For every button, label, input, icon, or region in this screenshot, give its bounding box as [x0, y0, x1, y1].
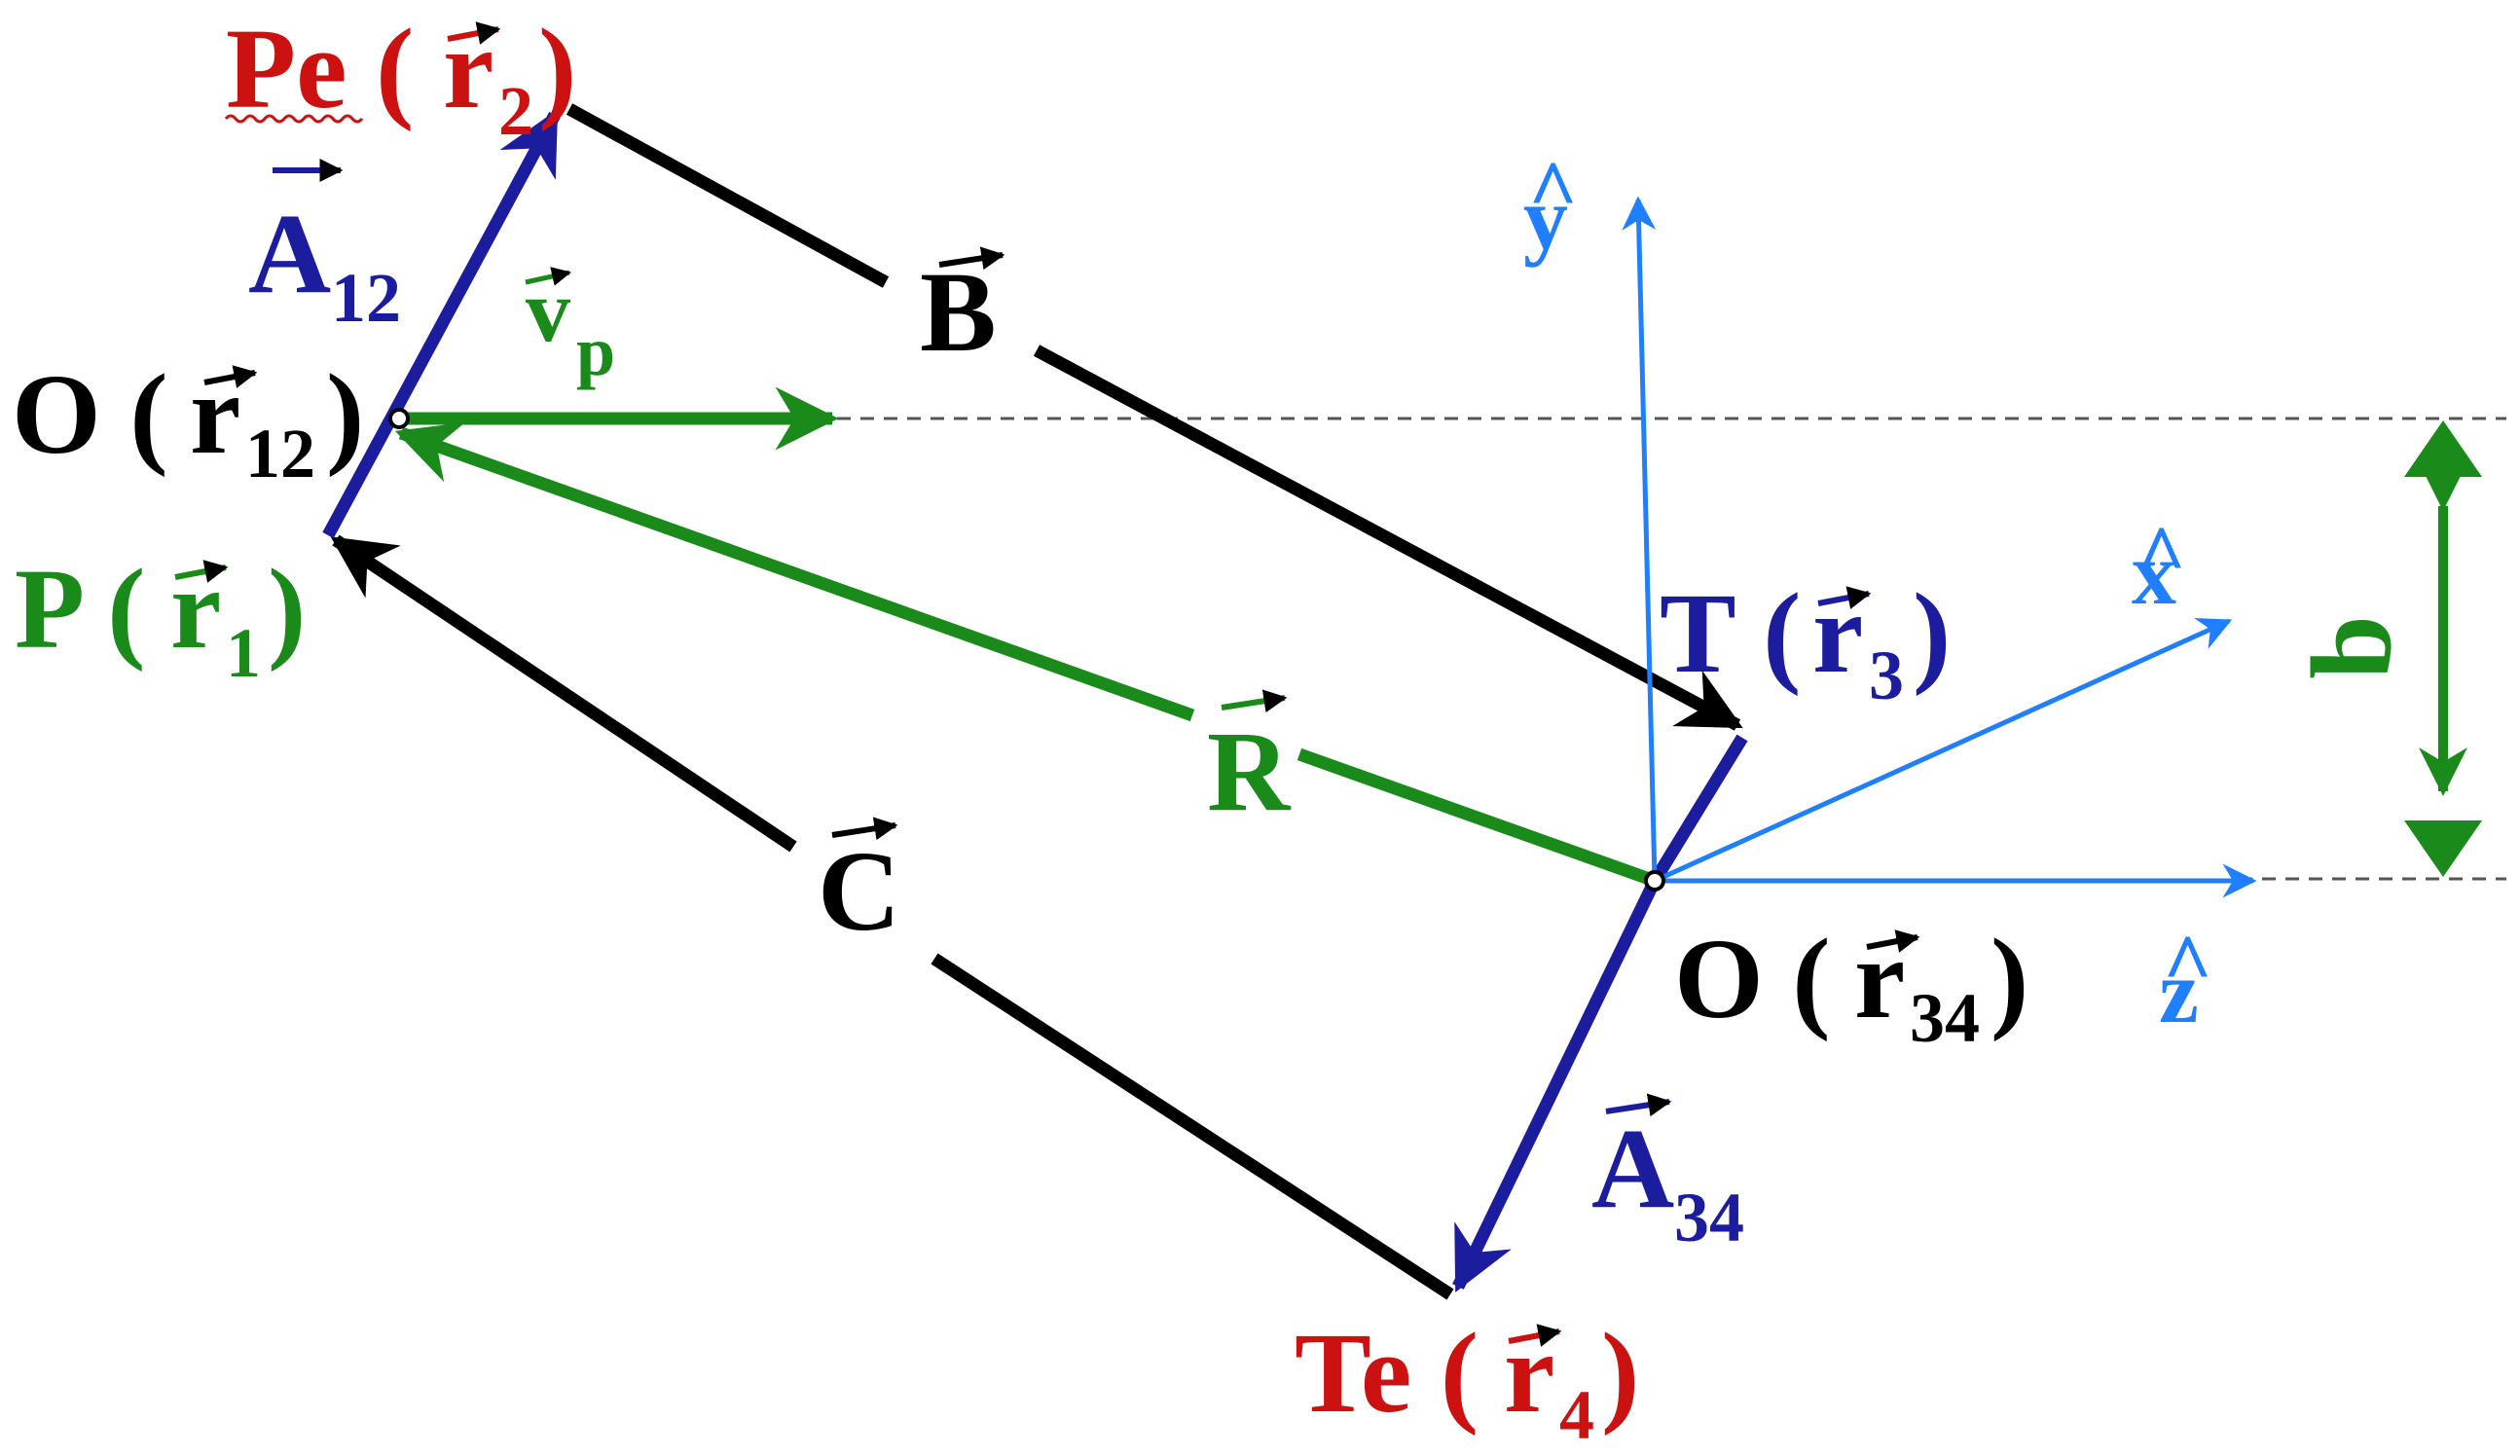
axis-y [1622, 196, 1658, 882]
label-r-vector: R [1207, 708, 1292, 835]
label-pe-text: Pe ( [226, 5, 414, 132]
label-p-r: r [170, 545, 221, 673]
label-o12-vector-arrow [203, 365, 258, 388]
label-vp-sub: p [576, 312, 615, 390]
label-axis-y-text: y [1523, 168, 1568, 268]
label-te-text: Te ( [1295, 1309, 1479, 1437]
label-t-text: T ( [1660, 569, 1801, 697]
label-axis-y: ^ y [1523, 144, 1578, 268]
vector-c-segment-2 [330, 534, 797, 853]
label-o34: O ( r 34 ) [1674, 915, 2028, 1057]
origin-o34-dot [1644, 870, 1665, 892]
label-t-r: r [1812, 569, 1863, 697]
label-a34-text: A [1591, 1105, 1674, 1232]
label-pe-r: r [443, 5, 493, 132]
label-te-close: ) [1601, 1309, 1639, 1437]
label-te: Te ( r 4 ) [1295, 1309, 1639, 1454]
label-axis-z-text: z [2159, 942, 2199, 1041]
label-o12: O ( r 12 ) [12, 350, 364, 492]
label-o34-r: r [1854, 915, 1905, 1042]
label-axis-x-hat: ^ [2137, 509, 2186, 603]
dimension-b-arrowhead-top [2404, 420, 2482, 477]
label-p-vector-arrow [174, 560, 229, 583]
label-r-vector-arrow [1221, 689, 1288, 713]
label-c-vector-arrow [831, 817, 898, 841]
label-axis-z: ^ z [2159, 918, 2212, 1041]
label-a34-sub: 34 [1674, 1179, 1744, 1256]
label-a34: A 34 [1591, 1105, 1744, 1256]
label-te-vector-arrow [1508, 1324, 1562, 1347]
label-te-sub: 4 [1559, 1376, 1594, 1451]
vector-b-segment-1 [566, 103, 890, 288]
label-c-vector: C [818, 827, 900, 955]
label-pe: Pe ( r 2 ) [226, 5, 576, 150]
label-t-close: ) [1913, 569, 1951, 697]
label-pe-vector-arrow [447, 21, 501, 45]
label-pe-sub: 2 [498, 72, 533, 150]
label-axis-x-text: x [2132, 524, 2176, 623]
label-p-close: ) [268, 545, 306, 673]
vector-r-segment-2 [394, 422, 1195, 722]
label-t: T ( r 3 ) [1660, 569, 1951, 714]
origin-o12-dot [388, 408, 410, 429]
label-b-vector-arrow [938, 246, 1005, 271]
label-te-r: r [1504, 1309, 1554, 1437]
label-o12-sub: 12 [245, 415, 315, 492]
dimension-b-arrowhead-bottom [2404, 820, 2482, 877]
vector-a34 [1452, 878, 1661, 1292]
label-b-vector: B [920, 248, 997, 376]
label-p-text: P ( [15, 545, 145, 673]
label-axis-y-hat: ^ [1528, 144, 1578, 238]
label-o12-close: ) [326, 350, 364, 478]
label-axis-x: ^ x [2132, 509, 2186, 623]
vector-b-segment-2 [1033, 345, 1743, 731]
vector-a12 [322, 109, 561, 539]
label-pe-close: ) [538, 5, 576, 132]
segment-o34-to-t [1649, 734, 1748, 885]
label-axis-z-hat: ^ [2163, 918, 2212, 1012]
label-o34-text: O ( [1674, 915, 1831, 1042]
label-o34-vector-arrow [1866, 929, 1920, 953]
label-o34-close: ) [1990, 915, 2028, 1042]
vector-c-segment-1 [931, 953, 1454, 1300]
label-a12-text: A [248, 190, 331, 317]
label-a12-sub: 12 [331, 259, 401, 337]
label-vp-vector-arrow [525, 267, 571, 286]
label-p: P ( r 1 ) [15, 545, 306, 692]
vector-r-segment-1 [1297, 747, 1658, 888]
label-a34-vector-arrow [1605, 1093, 1672, 1117]
label-p-sub: 1 [226, 614, 261, 692]
label-o12-text: O ( [12, 350, 168, 478]
label-o34-sub: 34 [1910, 979, 1980, 1057]
label-t-sub: 3 [1869, 637, 1904, 714]
axis-x [1653, 618, 2233, 884]
label-b-dimension: b [2287, 615, 2415, 679]
label-pe-underline [224, 114, 364, 124]
label-t-vector-arrow [1817, 586, 1872, 609]
label-o12-r: r [190, 350, 240, 478]
label-a12: A 12 [248, 190, 401, 337]
